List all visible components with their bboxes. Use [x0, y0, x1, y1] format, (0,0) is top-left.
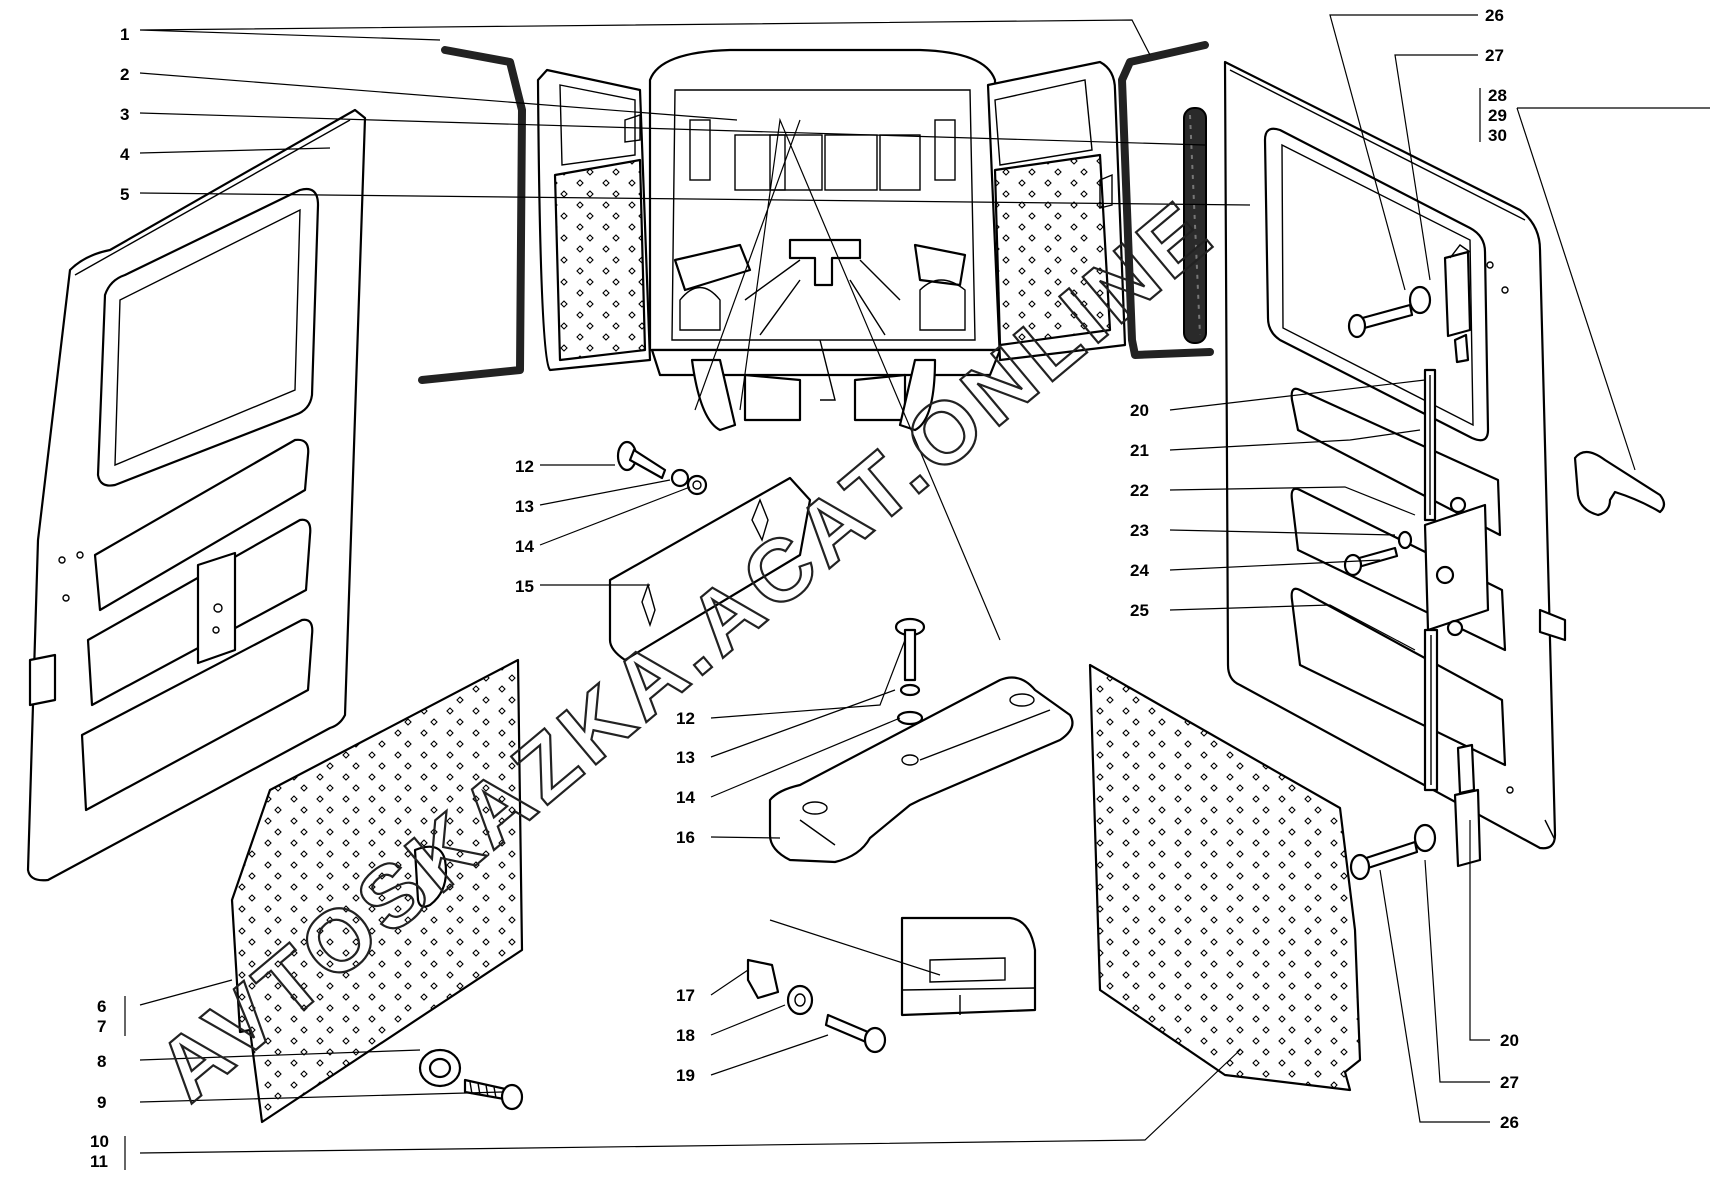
callout-28: 28	[1488, 86, 1507, 105]
callout-27-upper: 27	[1485, 46, 1504, 65]
callout-18: 18	[676, 1026, 695, 1045]
callout-26-upper: 26	[1485, 6, 1504, 25]
callout-23: 23	[1130, 521, 1149, 540]
lower-hinge	[1453, 743, 1482, 868]
callout-5: 5	[120, 185, 129, 204]
callout-12-lower: 12	[676, 709, 695, 728]
upper-hinge	[1443, 244, 1472, 364]
left-door-panel	[26, 108, 367, 882]
callout-13-upper: 13	[515, 497, 534, 516]
open-left-door	[536, 68, 652, 372]
callout-24: 24	[1130, 561, 1149, 580]
callout-21: 21	[1130, 441, 1149, 460]
leader-lines	[139, 14, 1710, 1154]
callout-15: 15	[515, 577, 534, 596]
callout-17: 17	[676, 986, 695, 1005]
callout-20-upper: 20	[1130, 401, 1149, 420]
callout-12-upper: 12	[515, 457, 534, 476]
callout-27-lower: 27	[1500, 1073, 1519, 1092]
door-seal-left	[418, 46, 526, 384]
window-seal-strip	[1183, 107, 1207, 344]
callout-16: 16	[676, 828, 695, 847]
bolt-lock	[1343, 530, 1413, 577]
callout-labels: 1 2 3 4 5 6 7 8 9 10 11 12 13 14 15 12 1…	[90, 6, 1519, 1171]
callout-3: 3	[120, 105, 129, 124]
callout-6: 6	[97, 997, 106, 1016]
left-door-trim-panel	[230, 658, 524, 1124]
callout-7: 7	[97, 1017, 106, 1036]
right-door-trim-panel	[1088, 663, 1362, 1092]
floor-step-striker	[768, 676, 1074, 864]
retainer-clip	[746, 958, 780, 1000]
retainer-washer	[786, 984, 814, 1016]
callout-29: 29	[1488, 106, 1507, 125]
callout-20-lower: 20	[1500, 1031, 1519, 1050]
retainer-screw	[824, 1013, 887, 1054]
trim-screw	[463, 1078, 524, 1111]
bolt-upper-hinge	[1347, 285, 1432, 339]
bolt-lower-hinge	[1349, 823, 1437, 881]
upper-rod	[1423, 368, 1437, 522]
callout-13-lower: 13	[676, 748, 695, 767]
door-striker-plate	[608, 476, 812, 662]
callout-22: 22	[1130, 481, 1149, 500]
callout-14-upper: 14	[515, 537, 534, 556]
trim-clip	[418, 1048, 462, 1088]
outside-handle	[1573, 450, 1666, 517]
callout-10: 10	[90, 1132, 109, 1151]
label-bracket	[900, 916, 1037, 1017]
callout-30: 30	[1488, 126, 1507, 145]
lock-mechanism	[1423, 496, 1490, 637]
callout-14-lower: 14	[676, 788, 695, 807]
lower-rod	[1423, 628, 1439, 792]
right-door-panel	[1223, 60, 1567, 850]
striker-bolt	[616, 440, 708, 496]
callout-11: 11	[90, 1152, 108, 1171]
callout-1: 1	[120, 25, 129, 44]
callout-25: 25	[1130, 601, 1149, 620]
callout-26-lower: 26	[1500, 1113, 1519, 1132]
callout-8: 8	[97, 1052, 106, 1071]
floor-striker-bolt	[894, 617, 926, 726]
callout-4: 4	[120, 145, 130, 164]
callout-19: 19	[676, 1066, 695, 1085]
callout-2: 2	[120, 65, 129, 84]
callout-9: 9	[97, 1093, 106, 1112]
door-seal-right	[1118, 41, 1214, 359]
